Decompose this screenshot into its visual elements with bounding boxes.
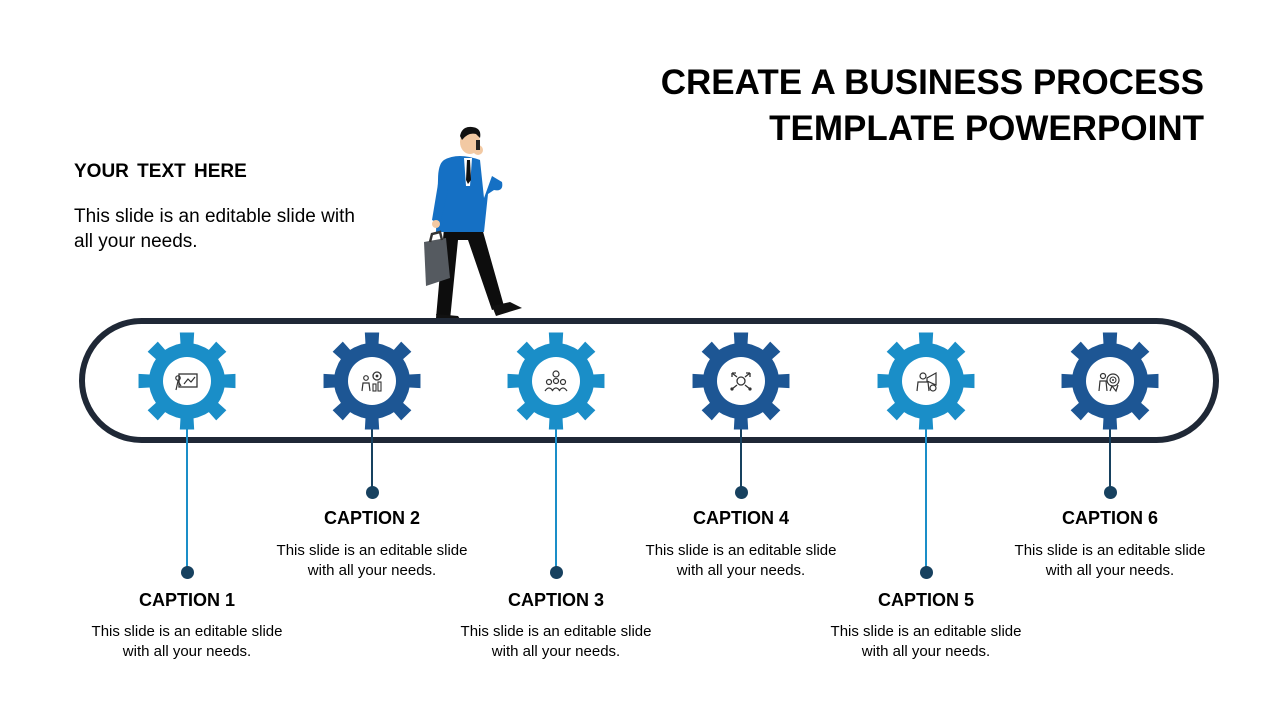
gear-step-5: [876, 331, 976, 431]
gear-step-3: [506, 331, 606, 431]
gear-shape: [877, 332, 975, 430]
caption-text: This slide is an editable slide with all…: [460, 623, 652, 660]
connector-line: [740, 420, 742, 492]
presentation-chart-icon: [170, 364, 204, 398]
connector-dot: [365, 485, 379, 499]
gear-shape: [692, 332, 790, 430]
caption-title: CAPTION 3: [507, 590, 604, 610]
connector-dot: [919, 565, 933, 579]
vision-target-icon: [909, 364, 943, 398]
gear-step-4: [691, 331, 791, 431]
gear-shape: [323, 332, 421, 430]
caption-title: CAPTION 1: [138, 590, 235, 610]
process-arrows-icon: [724, 364, 758, 398]
gear-step-6: [1060, 331, 1160, 431]
gear-shape: [507, 332, 605, 430]
slide-title: CREATE A BUSINESS PROCESS TEMPLATE POWER…: [504, 60, 1204, 152]
caption-text: This slide is an editable slide with all…: [91, 623, 283, 660]
title-line-2: TEMPLATE POWERPOINT: [769, 109, 1204, 148]
connector-dot: [180, 565, 194, 579]
connector-line: [371, 420, 373, 492]
team-network-icon: [539, 364, 573, 398]
caption-title: CAPTION 6: [1061, 508, 1158, 528]
connector-dot: [1103, 485, 1117, 499]
process-track: [79, 318, 1219, 443]
connector-line: [186, 420, 188, 572]
intro-body: This slide is an editable slide with all…: [74, 206, 355, 252]
connector-dot: [734, 485, 748, 499]
caption-title: CAPTION 2: [323, 508, 420, 528]
goal-strategy-icon: [1093, 364, 1127, 398]
connector-line: [925, 420, 927, 572]
title-line-1: CREATE A BUSINESS PROCESS: [660, 63, 1204, 102]
businessman-illustration: [424, 126, 522, 322]
connector-line: [1109, 420, 1111, 492]
caption-title: CAPTION 4: [692, 508, 789, 528]
caption-title: CAPTION 5: [877, 590, 974, 610]
connector-dot: [549, 565, 563, 579]
gear-step-1: [137, 331, 237, 431]
caption-text: This slide is an editable slide with all…: [645, 542, 837, 579]
gear-step-2: [322, 331, 422, 431]
caption-text: This slide is an editable slide with all…: [1014, 542, 1206, 579]
connector-line: [555, 420, 557, 572]
intro-heading: YOUR TEXT HERE: [74, 161, 247, 182]
teamwork-gear-icon: [355, 364, 389, 398]
caption-text: This slide is an editable slide with all…: [276, 542, 468, 579]
caption-text: This slide is an editable slide with all…: [830, 623, 1022, 660]
